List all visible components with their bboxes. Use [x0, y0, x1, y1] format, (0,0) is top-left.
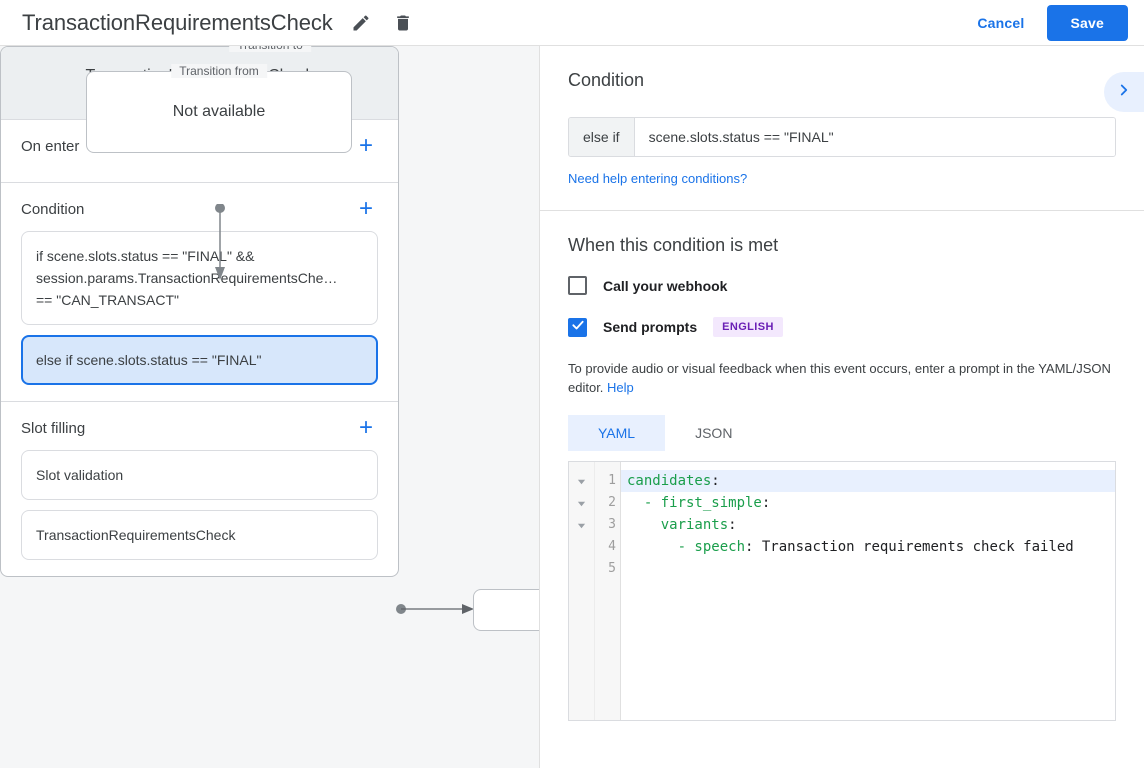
webhook-checkbox[interactable] — [568, 276, 587, 295]
fold-toggle-icon[interactable] — [569, 470, 594, 492]
app-bar: TransactionRequirementsCheck Cancel Save — [0, 0, 1144, 46]
pencil-icon — [351, 13, 371, 33]
tab-json[interactable]: JSON — [695, 425, 733, 441]
flow-arrow — [206, 203, 234, 284]
target-node-card[interactable] — [473, 589, 540, 631]
save-button[interactable]: Save — [1046, 4, 1128, 41]
condition-input-group[interactable]: else if — [568, 117, 1116, 157]
condition-operator-label: else if — [569, 118, 635, 156]
prompts-helper-text: To provide audio or visual feedback when… — [568, 359, 1116, 397]
line-number: 5 — [608, 561, 616, 576]
code-line[interactable]: candidates: — [621, 470, 1115, 492]
chevron-right-icon — [1115, 81, 1133, 104]
section-header-slot-filling: Slot filling + — [21, 416, 378, 440]
section-title-condition: Condition — [21, 200, 85, 218]
line-number: 1 — [608, 473, 616, 488]
section-slot-filling: Slot filling + Slot validation Transacti… — [1, 402, 398, 576]
add-condition-button[interactable]: + — [358, 195, 373, 222]
section-title-on-enter: On enter — [21, 137, 80, 155]
transition-from-value: Not available — [172, 103, 266, 120]
fold-gutter[interactable] — [569, 462, 595, 720]
transition-from-legend: Transition from — [171, 64, 267, 78]
prompts-help-link[interactable]: Help — [607, 380, 634, 395]
language-badge: ENGLISH — [713, 317, 783, 337]
panel-divider — [539, 46, 540, 768]
condition-connector — [396, 594, 540, 624]
condition-expression-input[interactable] — [634, 118, 1115, 156]
slot-filling-item-validation[interactable]: Slot validation — [21, 450, 378, 500]
line-number: 4 — [608, 539, 616, 554]
transition-from-card[interactable]: Transition from Not available — [86, 64, 352, 153]
section-condition: Condition + if scene.slots.status == "FI… — [1, 183, 398, 402]
prompts-helper-body: To provide audio or visual feedback when… — [568, 361, 1111, 395]
transition-to-legend: Transition to — [229, 46, 311, 52]
code-editor[interactable]: 1 2 3 4 5 candidates: - first_simple: varian… — [568, 461, 1116, 721]
page-title: TransactionRequirementsCheck — [22, 9, 333, 35]
checkmark-icon — [571, 318, 585, 337]
collapse-panel-button[interactable] — [1104, 72, 1144, 112]
code-line[interactable]: - speech: Transaction requirements check… — [677, 539, 1074, 555]
send-prompts-label: Send prompts — [603, 319, 698, 335]
fold-spacer — [569, 536, 594, 558]
flow-canvas[interactable]: Transition from Not available Transition… — [0, 46, 540, 768]
delete-button[interactable] — [389, 9, 417, 37]
condition-section: Condition else if Need help entering con… — [540, 46, 1144, 211]
code-line[interactable]: variants: — [660, 517, 737, 533]
condition-help-link[interactable]: Need help entering conditions? — [568, 171, 748, 186]
add-on-enter-button[interactable]: + — [358, 132, 373, 159]
send-prompts-checkbox[interactable] — [568, 317, 587, 337]
line-number: 2 — [608, 495, 616, 510]
trash-icon — [393, 13, 413, 33]
edit-button[interactable] — [347, 9, 375, 37]
section-header-condition: Condition + — [21, 197, 378, 221]
editor-format-tabs: YAML JSON — [568, 415, 1116, 451]
send-prompts-row[interactable]: Send prompts ENGLISH — [568, 317, 1116, 337]
add-slot-filling-button[interactable]: + — [358, 414, 373, 441]
section-on-enter: On enter + — [1, 120, 398, 183]
tab-yaml[interactable]: YAML — [568, 415, 666, 451]
fold-toggle-icon[interactable] — [569, 514, 594, 536]
line-number-gutter: 1 2 3 4 5 — [595, 462, 621, 720]
condition-item-if[interactable]: if scene.slots.status == "FINAL" && sess… — [21, 231, 378, 325]
code-content[interactable]: candidates: - first_simple: variants: - … — [621, 462, 1115, 720]
webhook-label: Call your webhook — [603, 277, 728, 294]
slot-filling-item-check[interactable]: TransactionRequirementsCheck — [21, 510, 378, 560]
line-number: 3 — [608, 517, 616, 532]
webhook-row[interactable]: Call your webhook — [568, 276, 1116, 295]
when-condition-met-heading: When this condition is met — [568, 235, 779, 255]
details-panel: Condition else if Need help entering con… — [540, 46, 1144, 768]
section-header-on-enter: On enter + — [21, 134, 378, 158]
condition-item-else-if[interactable]: else if scene.slots.status == "FINAL" — [21, 335, 378, 385]
cancel-button[interactable]: Cancel — [963, 6, 1038, 40]
fold-toggle-icon[interactable] — [569, 492, 594, 514]
section-title-slot-filling: Slot filling — [21, 419, 86, 437]
fold-spacer — [569, 558, 594, 580]
condition-heading: Condition — [568, 70, 645, 90]
code-line[interactable] — [621, 558, 1115, 580]
code-line[interactable]: - first_simple: — [643, 495, 771, 511]
when-condition-met-section: When this condition is met Call your web… — [540, 211, 1144, 743]
